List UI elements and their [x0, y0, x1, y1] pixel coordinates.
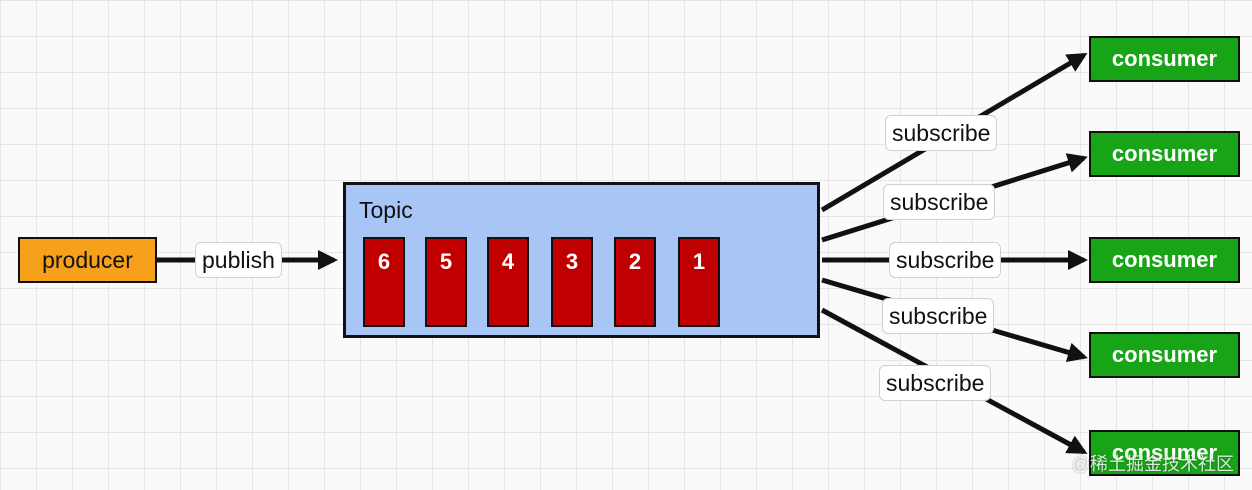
consumer-node: consumer — [1089, 332, 1240, 378]
producer-node: producer — [18, 237, 157, 283]
subscribe-label: subscribe — [882, 298, 995, 334]
message-block: 5 — [425, 237, 467, 327]
consumer-node: consumer — [1089, 131, 1240, 177]
message-block: 6 — [363, 237, 405, 327]
message-block: 3 — [551, 237, 593, 327]
consumer-node: consumer — [1089, 430, 1240, 476]
message-block: 4 — [487, 237, 529, 327]
subscribe-label: subscribe — [883, 184, 996, 220]
subscribe-label: subscribe — [889, 242, 1002, 278]
subscribe-label: subscribe — [879, 365, 992, 401]
publish-label: publish — [195, 242, 282, 278]
consumer-node: consumer — [1089, 237, 1240, 283]
consumer-node: consumer — [1089, 36, 1240, 82]
watermark: @稀土掘金技术社区 — [1071, 454, 1234, 474]
topic-node: Topic 6 5 4 3 2 1 — [343, 182, 820, 338]
message-block: 2 — [614, 237, 656, 327]
subscribe-label: subscribe — [885, 115, 998, 151]
topic-label: Topic — [359, 197, 413, 223]
message-block: 1 — [678, 237, 720, 327]
